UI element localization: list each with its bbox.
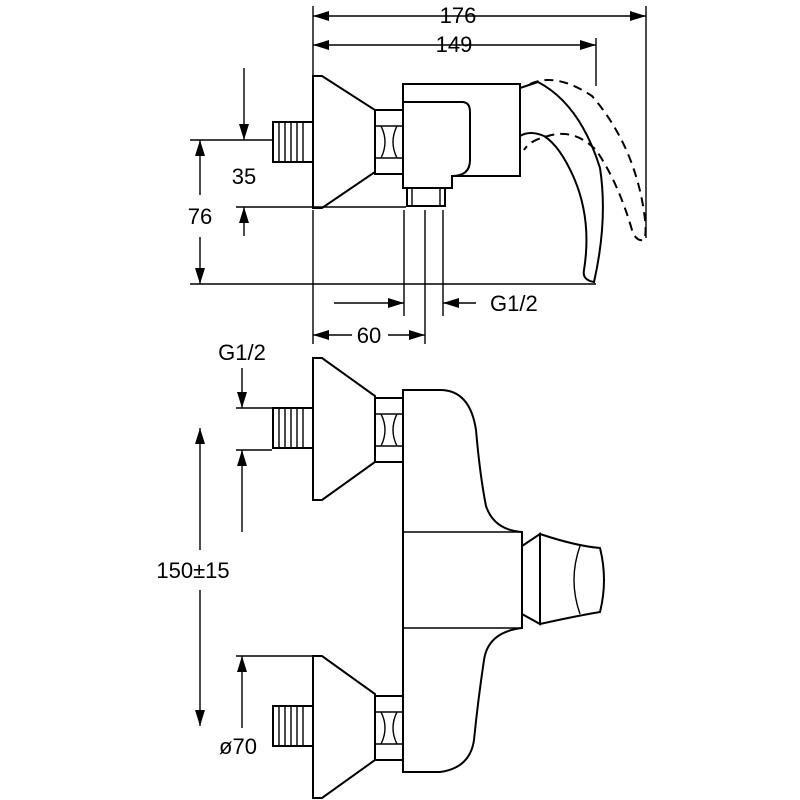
front-view-dimensions: G1/2 150±15 ø70: [156, 340, 313, 759]
front-lower-thread-hatching: [278, 706, 304, 746]
dim-outlet-offset: 60: [357, 323, 381, 348]
dim-inlet-thread: G1/2: [218, 340, 266, 365]
dim-body-length: 149: [436, 32, 473, 57]
side-wall-flange: [312, 75, 376, 209]
dim-handle-height: 76: [188, 204, 212, 229]
dim-flange-diameter: ø70: [219, 734, 257, 759]
side-thread-hatching: [278, 122, 304, 162]
front-upper-thread-hatching: [278, 408, 304, 448]
side-hex-nut: [374, 109, 404, 175]
dim-outlet-height: 35: [232, 164, 256, 189]
front-lever-contour: [573, 545, 581, 615]
side-view-dimensions: 176 149 35 76 G1/2 60: [188, 3, 647, 348]
front-lower-flange: [312, 655, 376, 799]
front-lever-handle: [539, 532, 605, 626]
front-lever-base: [521, 532, 541, 626]
front-upper-flange: [312, 357, 376, 501]
side-view: [272, 75, 647, 284]
side-outlet-nozzle: [406, 187, 446, 207]
front-view: [272, 357, 605, 799]
dim-inlet-spacing: 150±15: [156, 558, 229, 583]
front-lower-nut: [374, 695, 404, 761]
front-upper-nut: [374, 397, 404, 463]
dim-outlet-thread: G1/2: [490, 291, 538, 316]
front-mixer-body: [402, 389, 523, 773]
side-lever-handle: [519, 80, 604, 284]
side-body-curve: [403, 101, 471, 177]
dim-overall-length: 176: [440, 3, 477, 28]
side-mixer-body: [402, 83, 521, 189]
side-lever-open-dashed: [523, 79, 647, 242]
